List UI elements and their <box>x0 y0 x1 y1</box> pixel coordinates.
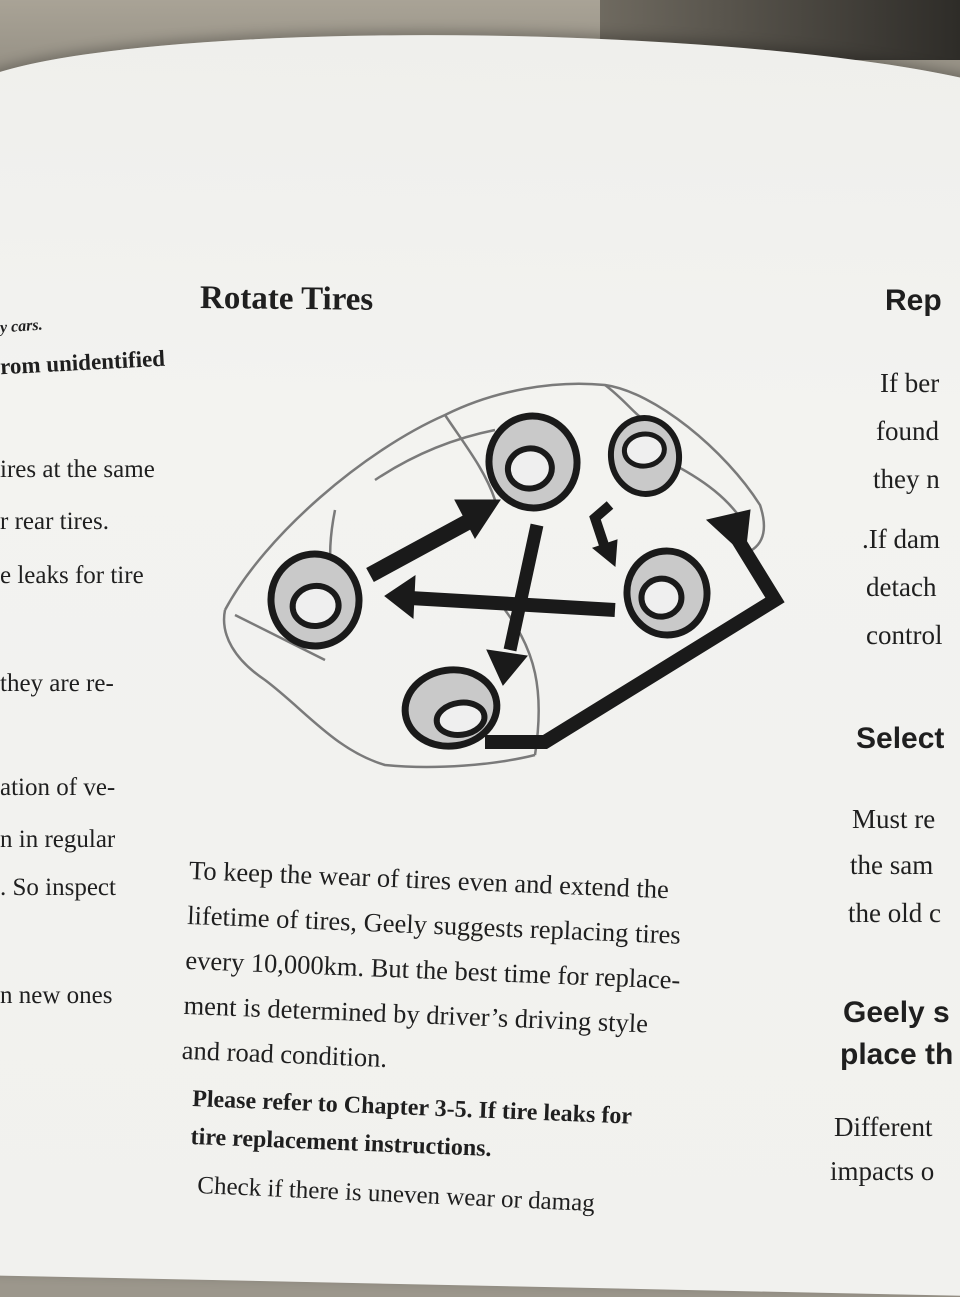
arrow-shaft-2 <box>409 591 616 617</box>
tire-front-right <box>607 415 683 497</box>
arrow-shaft-3 <box>503 523 544 652</box>
left-line-1: y cars. <box>0 316 44 337</box>
left-line-6: they are re- <box>0 670 114 697</box>
left-line-9: . So inspect <box>0 874 116 901</box>
left-line-4: r rear tires. <box>0 508 109 535</box>
arrow-shaft-4 <box>589 501 614 550</box>
tire-rear-left <box>267 550 363 650</box>
tire-rotation-diagram <box>222 382 785 769</box>
tire-middle-right <box>623 547 711 639</box>
left-column: y cars. rom unidentified ires at the sam… <box>0 0 170 1202</box>
left-line-5: e leaks for tire <box>0 562 144 589</box>
left-line-7: ation of ve- <box>0 774 116 801</box>
body-paragraph: To keep the wear of tires even and exten… <box>181 848 800 1097</box>
tire-front-left <box>485 412 581 512</box>
arrow-head-4 <box>591 539 618 567</box>
left-line-3: ires at the same <box>0 456 155 483</box>
section-heading: Rotate Tires <box>199 280 374 318</box>
left-line-10: n new ones <box>0 982 113 1009</box>
arrow-head-3 <box>486 649 528 686</box>
arrow-shaft-5 <box>485 531 785 749</box>
arrow-head-2 <box>384 575 416 619</box>
left-line-8: n in regular <box>0 826 116 853</box>
rotation-arrows <box>366 499 785 749</box>
left-line-2: rom unidentified <box>0 345 166 380</box>
arrow-shaft-1 <box>366 510 479 583</box>
arrow-head-1 <box>454 499 501 539</box>
arrow-head-5 <box>705 509 751 557</box>
tire-rear-bottom <box>401 666 501 750</box>
